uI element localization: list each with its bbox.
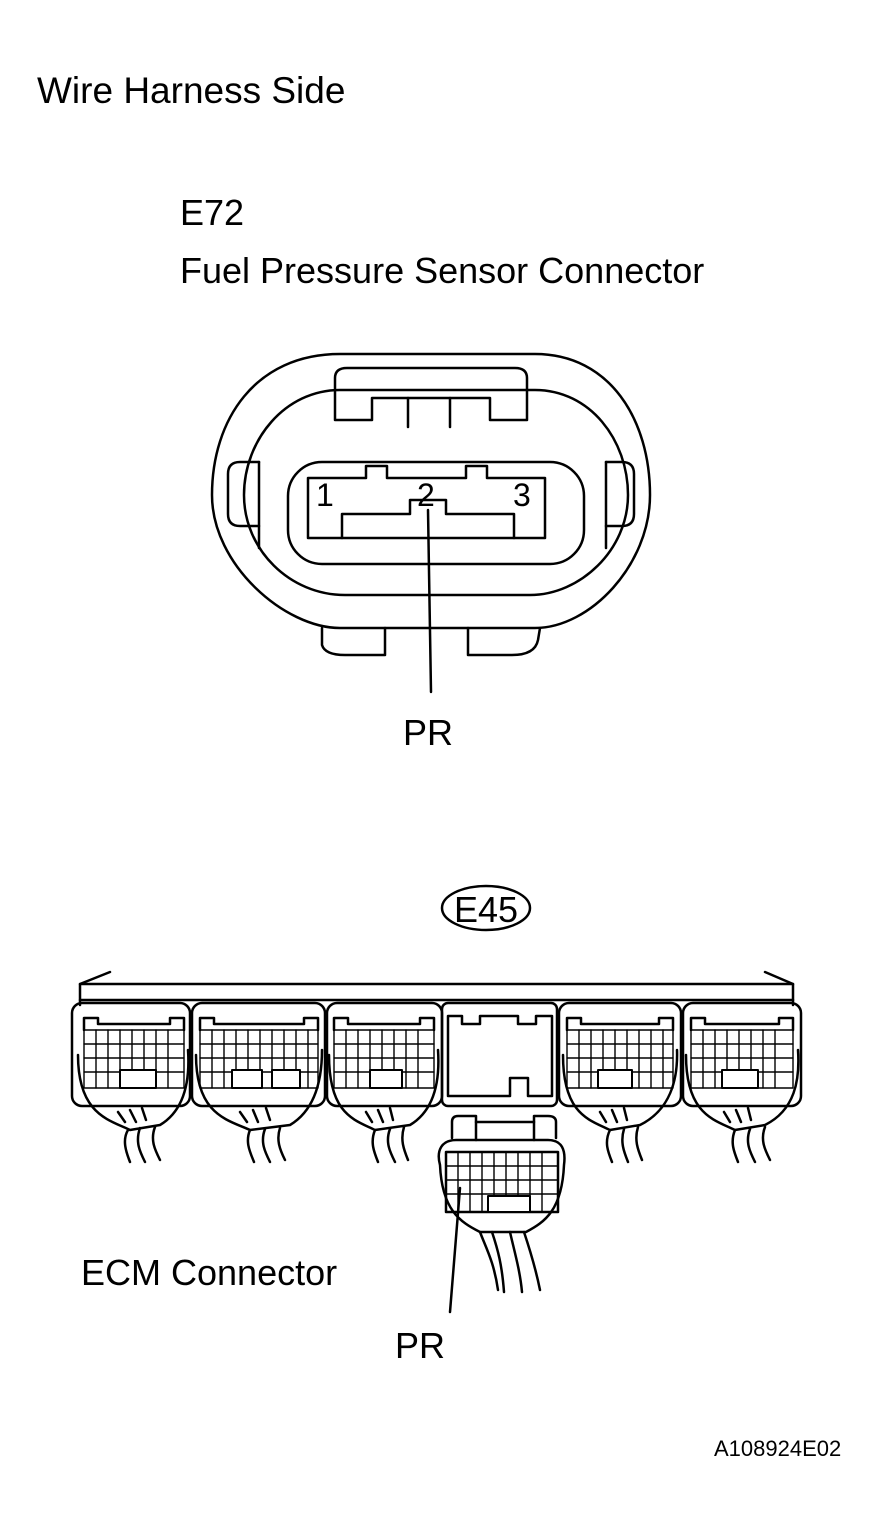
sensor-housing-outer [210, 352, 652, 630]
sensor-connector-drawing: 1 2 3 [210, 352, 652, 694]
pin-label-3: 3 [513, 477, 531, 513]
sensor-foot-right [466, 626, 542, 657]
sensor-side-tab-left [226, 460, 261, 528]
diagram-title: Wire Harness Side [37, 70, 346, 111]
sensor-side-tab-right [604, 460, 636, 528]
ecm-bodies [70, 1001, 803, 1108]
sensor-wire-label: PR [403, 712, 454, 753]
sensor-cavity-frame [286, 460, 586, 566]
pin-label-2: 2 [417, 477, 435, 513]
pin-label-1: 1 [316, 477, 334, 513]
ecm-sub-connector [437, 1114, 566, 1294]
ecm-connector-code: E45 [454, 889, 518, 930]
sensor-wire-leader [426, 508, 433, 694]
figure-id: A108924E02 [714, 1436, 842, 1461]
ecm-connector-name: ECM Connector [81, 1252, 338, 1293]
sensor-foot-left [320, 626, 387, 657]
sensor-connector-code: E72 [180, 192, 245, 233]
ecm-wire-label: PR [395, 1325, 446, 1366]
ecm-code-badge: E45 [440, 884, 532, 932]
sensor-latch [333, 366, 529, 422]
ecm-wire-bundles [76, 1048, 800, 1164]
ecm-empty-socket [446, 1014, 554, 1098]
ecm-connector-drawing [70, 970, 803, 1314]
sensor-connector-name: Fuel Pressure Sensor Connector [180, 250, 705, 291]
sensor-housing-inner [242, 388, 630, 597]
sensor-terminal-block [306, 464, 547, 540]
ecm-wire-leader [448, 1186, 462, 1314]
